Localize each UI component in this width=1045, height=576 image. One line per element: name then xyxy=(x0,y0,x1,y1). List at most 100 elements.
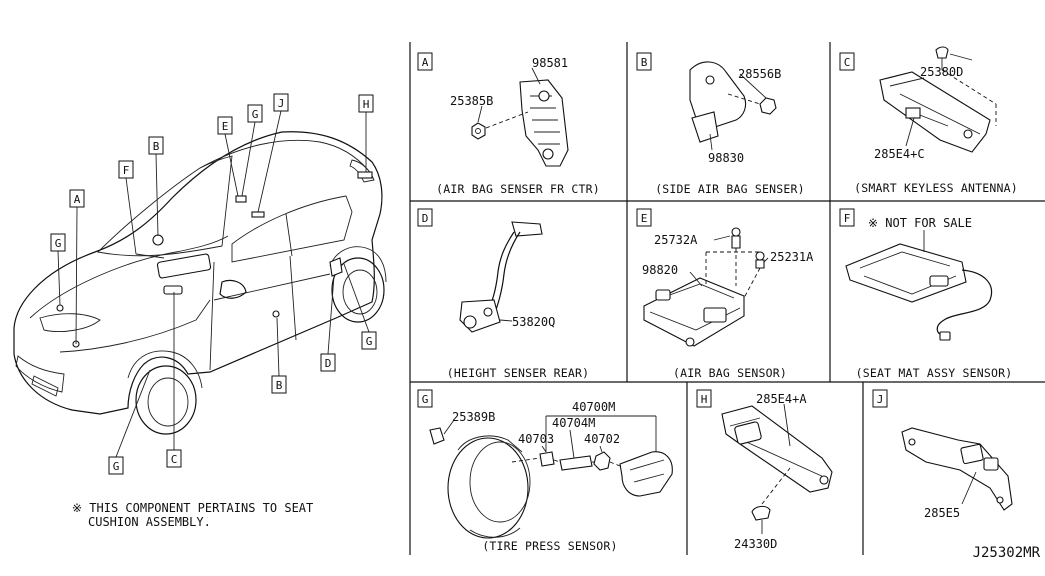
panel-d: D 53820Q (HEIGHT SENSER REAR) xyxy=(417,208,589,380)
bolt-25231a xyxy=(755,251,765,261)
panel-c: C 25380D 285E4+C (SMART KEYLESS ANTENNA) xyxy=(839,46,1018,195)
part-25231a: 25231A xyxy=(770,250,814,264)
callout-g-front: G xyxy=(108,456,124,475)
car-component-c xyxy=(163,285,183,295)
svg-text:B: B xyxy=(641,56,648,69)
svg-text:D: D xyxy=(325,357,332,370)
front-wheel-rim xyxy=(147,377,189,427)
callout-e: E xyxy=(217,116,233,135)
part-98581: 98581 xyxy=(532,56,568,70)
svg-text:J: J xyxy=(877,393,884,406)
svg-text:D: D xyxy=(422,212,429,225)
rear-lamp xyxy=(349,159,375,183)
rear-wheel xyxy=(331,257,385,323)
nut-28556b xyxy=(759,97,777,115)
height-sensor-connector xyxy=(511,221,543,237)
hood-line xyxy=(29,235,229,319)
svg-text:H: H xyxy=(701,393,708,406)
air-bag-sensor-fr-ctr xyxy=(519,79,569,167)
caption-f: (SEAT MAT ASSY SENSOR) xyxy=(856,366,1013,380)
not-for-sale-note: ※ NOT FOR SALE xyxy=(868,216,972,230)
caption-a: (AIR BAG SENSER FR CTR) xyxy=(436,182,600,196)
car-component-b xyxy=(152,234,164,246)
svg-text:F: F xyxy=(844,212,851,225)
callout-leaders xyxy=(57,110,370,458)
grille xyxy=(15,355,65,393)
side-windows xyxy=(231,195,353,263)
caption-c: (SMART KEYLESS ANTENNA) xyxy=(854,181,1018,195)
seat-mat-cable xyxy=(936,269,993,337)
svg-text:G: G xyxy=(55,237,62,250)
car-component-e xyxy=(235,195,247,203)
panel-g: G 40700M 25389B 40704M 40703 40702 (TIRE… xyxy=(417,389,673,553)
caption-d: (HEIGHT SENSER REAR) xyxy=(447,366,589,380)
air-bag-sensor-unit xyxy=(643,277,745,347)
rear-wheel-rim xyxy=(342,269,378,315)
roof-line xyxy=(199,139,369,171)
car-component-d xyxy=(329,257,343,277)
caption-e: (AIR BAG SENSOR) xyxy=(673,366,787,380)
svg-text:B: B xyxy=(153,140,160,153)
svg-text:B: B xyxy=(276,379,283,392)
antenna-285e5 xyxy=(901,427,1013,511)
wheel-rim xyxy=(447,437,529,539)
svg-text:G: G xyxy=(366,335,373,348)
car-callouts: A B F G E G J H xyxy=(50,93,377,475)
windshield xyxy=(97,155,233,257)
diagram-code: J25302MR xyxy=(973,545,1041,561)
part-98830: 98830 xyxy=(708,151,744,165)
height-sensor-body xyxy=(459,299,501,333)
callout-g-roof: G xyxy=(247,104,263,123)
svg-text:G: G xyxy=(113,460,120,473)
part-53820q: 53820Q xyxy=(512,315,555,329)
part-285e4c: 285E4+C xyxy=(874,147,925,161)
svg-text:G: G xyxy=(252,108,259,121)
part-25389b: 25389B xyxy=(452,410,495,424)
callout-h: H xyxy=(358,94,374,113)
panel-a-letter-box xyxy=(417,52,433,71)
panel-b: B 28556B 98830 (SIDE AIR BAG SENSER) xyxy=(636,52,805,196)
part-40700m: 40700M xyxy=(572,400,615,414)
svg-text:A: A xyxy=(74,193,81,206)
panel-grid xyxy=(409,42,1045,555)
license-plate xyxy=(31,375,59,397)
side-air-bag-sensor xyxy=(689,61,747,129)
front-wheel xyxy=(135,365,197,435)
door-belt-line xyxy=(213,273,331,301)
car-component-b2 xyxy=(272,310,280,318)
rear-wheel-arch xyxy=(329,246,387,283)
part-25732a: 25732A xyxy=(654,233,698,247)
panel-f: F ※ NOT FOR SALE (SEAT MAT ASSY SENSOR) xyxy=(839,208,1013,380)
part-25385b: 25385B xyxy=(450,94,493,108)
panel-e: E 25732A 25231A 98820 (AIR BAG SENSOR) xyxy=(636,208,814,380)
car-component-f xyxy=(156,253,212,279)
vehicle-overview xyxy=(13,131,387,435)
panel-j: J 285E5 xyxy=(872,389,1013,520)
svg-text:A: A xyxy=(422,56,429,69)
seat-mat-plug xyxy=(939,331,951,341)
vehicle-body-outline xyxy=(13,131,383,415)
hood-edge xyxy=(59,299,211,353)
antenna-285e4a xyxy=(721,405,833,493)
callout-b-door: B xyxy=(271,375,287,394)
footnote-line-2: CUSHION ASSEMBLY. xyxy=(88,515,211,529)
nut-25385b xyxy=(471,122,486,140)
valve-stem-40704m xyxy=(559,455,593,471)
side-mirror xyxy=(219,279,247,299)
caption-b: (SIDE AIR BAG SENSER) xyxy=(655,182,805,196)
screw-24330d xyxy=(751,505,771,521)
callout-b: B xyxy=(148,136,164,155)
front-door-edge xyxy=(209,261,215,371)
rear-door-edge xyxy=(289,255,297,341)
svg-text:C: C xyxy=(844,56,851,69)
part-98820: 98820 xyxy=(642,263,678,277)
svg-text:G: G xyxy=(422,393,429,406)
svg-text:H: H xyxy=(363,98,370,111)
nut-40702 xyxy=(593,451,611,471)
svg-text:F: F xyxy=(123,164,130,177)
svg-text:E: E xyxy=(222,120,229,133)
car-component-g1 xyxy=(56,304,64,312)
svg-text:E: E xyxy=(641,212,648,225)
